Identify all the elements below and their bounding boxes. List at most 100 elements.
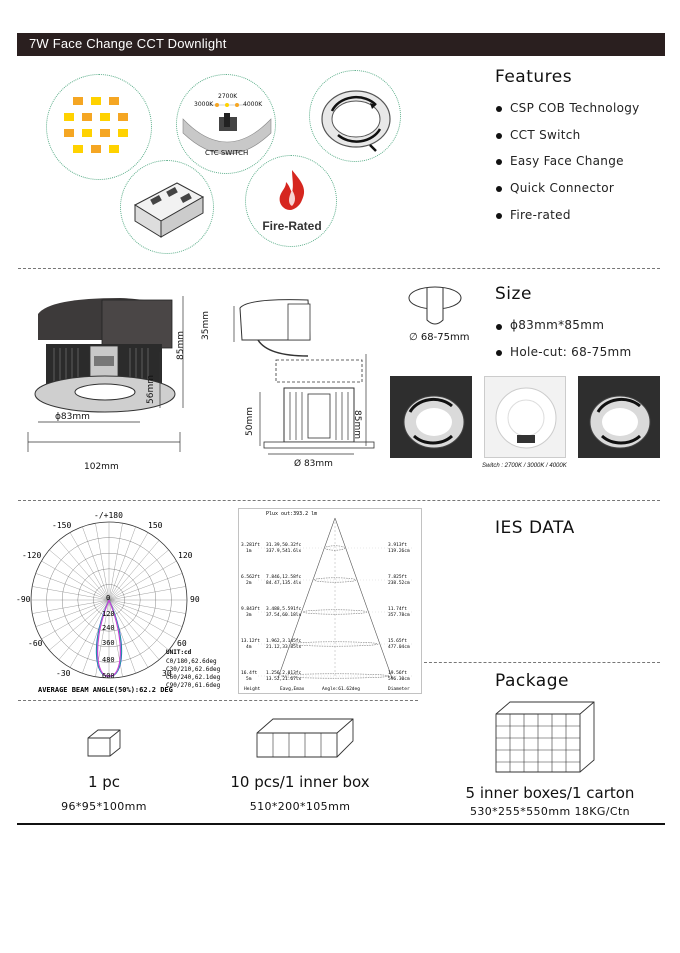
section-divider bbox=[18, 700, 418, 701]
bullet-icon bbox=[496, 159, 502, 165]
bullet-icon bbox=[496, 186, 502, 192]
bullet-icon bbox=[496, 213, 502, 219]
section-divider bbox=[424, 662, 660, 663]
size-heading: Size bbox=[495, 284, 532, 304]
cone-value: 9.843ft bbox=[241, 606, 260, 612]
cct-2700-label: 2700K bbox=[218, 93, 238, 100]
dim-height-50: 50mm bbox=[245, 407, 255, 436]
package-dim: 530*255*550mm 18KG/Ctn bbox=[469, 805, 631, 818]
cone-value: 3.281ft bbox=[241, 542, 260, 548]
features-heading: Features bbox=[495, 67, 573, 87]
polar-ring-label: 120 bbox=[102, 610, 115, 618]
polar-angle-label: -150 bbox=[52, 521, 71, 530]
polar-spoke bbox=[108, 560, 177, 601]
polar-angle-label: 90 bbox=[190, 595, 200, 604]
footer-rule bbox=[17, 823, 665, 825]
polar-spoke bbox=[82, 526, 110, 601]
cone-value: 37.54,60.18lx bbox=[266, 612, 302, 618]
polar-spoke bbox=[108, 599, 177, 640]
switch-dial-icon bbox=[495, 387, 557, 449]
polar-top-label: -/+180 bbox=[94, 511, 123, 520]
polar-angle-label: -60 bbox=[28, 639, 43, 648]
photo-face-removal bbox=[390, 376, 472, 458]
cone-value: 1m bbox=[246, 548, 252, 554]
cone-value: 11.74ft bbox=[388, 606, 407, 612]
polar-angle-label: 30 bbox=[162, 669, 172, 678]
feature-item: CSP COB Technology bbox=[510, 101, 640, 115]
dim-diameter-83b: Ø 83mm bbox=[294, 459, 333, 469]
cone-footer: Angle:61.62deg bbox=[322, 686, 360, 692]
cone-footer: Eavg,Emax bbox=[280, 686, 305, 692]
polar-spoke bbox=[108, 586, 186, 601]
inner-box-icon bbox=[256, 718, 354, 758]
cone-value: 1.256,2.013fc bbox=[266, 670, 302, 676]
cone-value: 3m bbox=[246, 612, 252, 618]
led-chip bbox=[82, 113, 92, 121]
size-item: ϕ83mm*85mm bbox=[510, 318, 605, 332]
led-chip bbox=[109, 97, 119, 105]
polar-angle-label: 150 bbox=[148, 521, 163, 530]
cone-value: 19.56ft bbox=[388, 670, 407, 676]
polar-spoke bbox=[41, 599, 110, 640]
dim-height-85: 85mm bbox=[176, 331, 186, 360]
title-bar: 7W Face Change CCT Downlight bbox=[17, 33, 665, 56]
cone-value: 84.47,135.4lx bbox=[266, 580, 302, 586]
cone-rows: 3.281ft1m31.39,50.32fc337.9,541.6lx3.913… bbox=[241, 542, 414, 682]
led-chip bbox=[73, 145, 83, 153]
rotate-arrow-icon bbox=[403, 395, 465, 449]
polar-ring-label: 240 bbox=[102, 624, 115, 632]
led-chip bbox=[109, 145, 119, 153]
polar-legend-item: C90/270,61.6deg bbox=[166, 682, 221, 689]
beam-angle-label: AVERAGE BEAM ANGLE(50%):62.2 DEG bbox=[38, 686, 173, 694]
package-label: 10 pcs/1 inner box bbox=[230, 773, 370, 791]
led-chip bbox=[91, 145, 101, 153]
polar-spoke bbox=[108, 599, 183, 627]
cone-value: 3.488,5.591fc bbox=[266, 606, 302, 612]
led-chip bbox=[64, 129, 74, 137]
polar-spoke bbox=[108, 599, 149, 668]
cone-value: 15.65ft bbox=[388, 638, 407, 644]
cct-4000-label: 4000K bbox=[243, 101, 263, 108]
dim-diameter-83: ϕ83mm bbox=[55, 412, 90, 422]
switch-caption: Switch : 2700K / 3000K / 4000K bbox=[482, 463, 567, 469]
dim-height-56: 56mm bbox=[146, 375, 156, 404]
cone-footer: Diameter bbox=[388, 686, 410, 692]
bullet-icon bbox=[496, 106, 502, 112]
polar-ring-label: 600 bbox=[102, 672, 115, 680]
quick-connector-icon bbox=[133, 182, 205, 238]
polar-spoke bbox=[108, 549, 169, 601]
cone-ring bbox=[280, 673, 390, 679]
cone-footer: Height bbox=[244, 686, 261, 692]
bullet-icon bbox=[496, 350, 502, 356]
cone-value: 2m bbox=[246, 580, 252, 586]
polar-spoke bbox=[108, 523, 123, 601]
polar-spoke bbox=[108, 599, 186, 614]
polar-angle-label: -90 bbox=[16, 595, 31, 604]
cone-title: Plux out:393.2 lm bbox=[266, 511, 317, 517]
feature-item: Quick Connector bbox=[510, 181, 615, 195]
section-divider bbox=[18, 500, 660, 501]
quick-connector-circle bbox=[120, 160, 214, 254]
cone-value: 337.9,541.6lx bbox=[266, 548, 302, 554]
polar-series-curve bbox=[97, 599, 121, 677]
cone-value: 13.52,21.67lx bbox=[266, 676, 302, 682]
polar-spoke bbox=[58, 599, 110, 660]
feature-item: Easy Face Change bbox=[510, 154, 624, 168]
downlight-line-drawing bbox=[233, 299, 375, 455]
single-box-icon bbox=[87, 729, 121, 757]
polar-ring-label: 360 bbox=[102, 639, 115, 647]
polar-spoke bbox=[32, 586, 110, 601]
hole-cut-icon bbox=[408, 286, 462, 325]
polar-spoke bbox=[41, 560, 110, 601]
illuminance-cone-diagram: Plux out:393.2 lm 3.281ft1m31.39,50.32fc… bbox=[238, 508, 422, 694]
led-chip bbox=[100, 129, 110, 137]
package-label: 5 inner boxes/1 carton bbox=[465, 784, 635, 802]
polar-curves bbox=[95, 599, 123, 677]
package-label: 1 pc bbox=[87, 773, 121, 791]
polar-angle-label: 60 bbox=[177, 639, 187, 648]
feature-item: CCT Switch bbox=[510, 128, 581, 142]
fire-icon bbox=[279, 170, 305, 210]
polar-spoke bbox=[35, 573, 110, 601]
ies-heading: IES DATA bbox=[495, 518, 575, 538]
section-divider bbox=[18, 268, 660, 269]
